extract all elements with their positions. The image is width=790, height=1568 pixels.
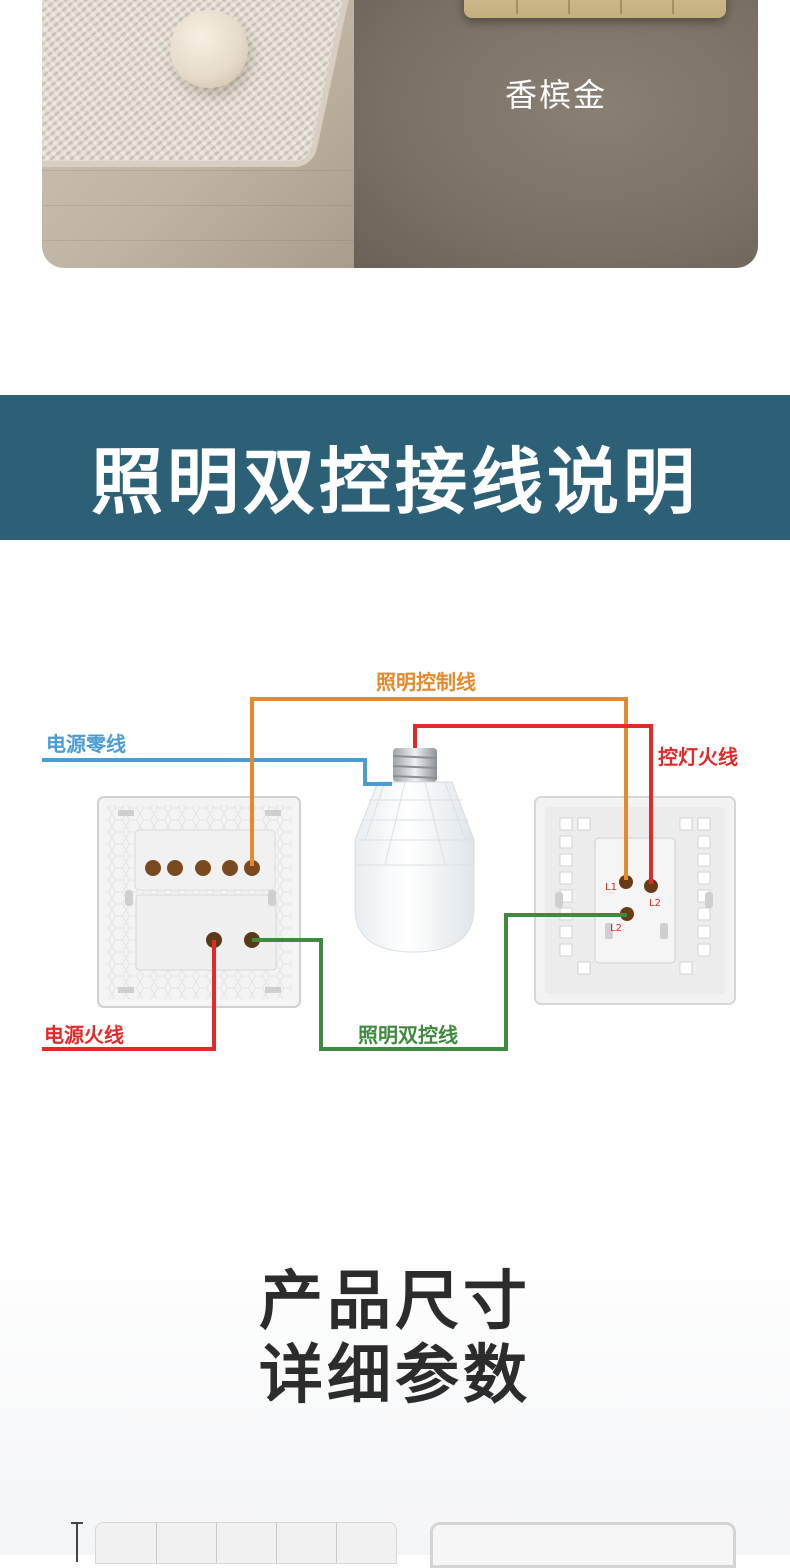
label-lighting-control-wire: 照明控制线 xyxy=(376,670,476,694)
switch-front-preview xyxy=(95,1522,397,1564)
size-section-title: 产品尺寸 详细参数 xyxy=(0,1265,790,1413)
light-bulb-image xyxy=(354,748,475,953)
section-banner: 照明双控接线说明 xyxy=(0,395,790,540)
left-switch-back xyxy=(97,796,301,1008)
terminal-l2-label: L2 xyxy=(649,898,661,909)
switch-back-preview xyxy=(430,1522,736,1568)
gold-switch-image xyxy=(464,0,726,18)
wire-red-bottom xyxy=(42,940,216,1051)
right-switch-back xyxy=(534,796,736,1005)
terminal-l2-lower-label: L2 xyxy=(610,923,622,934)
label-lighting-dual-control: 照明双控线 xyxy=(358,1023,458,1047)
size-title-line2: 详细参数 xyxy=(259,1339,531,1413)
size-title-line1: 产品尺寸 xyxy=(259,1265,531,1339)
product-size-section: 产品尺寸 详细参数 xyxy=(0,1230,790,1568)
wire-green xyxy=(252,913,627,1051)
room-scene-image xyxy=(42,0,355,268)
color-name-label: 香槟金 xyxy=(504,76,607,114)
terminal-l1-label: L1 xyxy=(605,882,617,893)
wiring-diagram xyxy=(42,697,736,1051)
label-power-neutral: 电源零线 xyxy=(46,732,126,756)
wire-orange xyxy=(250,697,628,880)
label-power-live: 电源火线 xyxy=(44,1023,124,1047)
wire-red-top xyxy=(413,724,653,884)
label-lamp-live: 控灯火线 xyxy=(658,745,738,769)
dimension-ruler xyxy=(76,1522,78,1562)
wall-scene-image: 香槟金 xyxy=(354,0,758,268)
wire-blue xyxy=(42,758,392,786)
pouf-image xyxy=(170,10,248,88)
color-variant-photo: 香槟金 xyxy=(42,0,758,268)
banner-title: 照明双控接线说明 xyxy=(90,440,699,524)
